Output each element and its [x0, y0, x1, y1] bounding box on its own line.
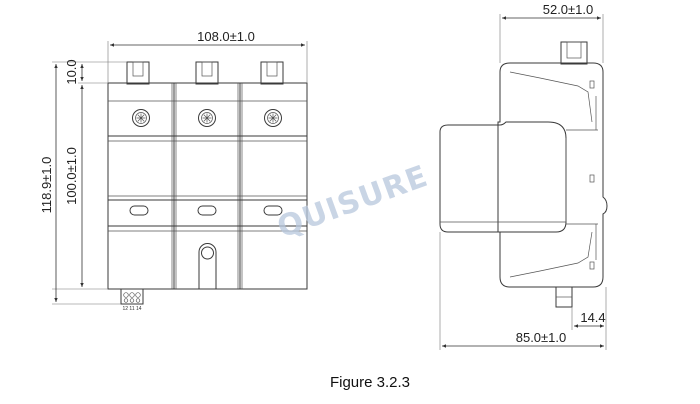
dim-side-rail-offset: 14.4 — [571, 307, 606, 330]
front-top-terminals — [126, 61, 284, 85]
side-view: 52.0±1.0 85.0±1.0 14.4 — [439, 2, 608, 350]
side-front-cover — [439, 121, 567, 233]
front-width-label: 108.0±1.0 — [197, 29, 255, 44]
front-view: 12 11 14 108.0±1.0 10.0 100.0±1.0 118.9±… — [39, 29, 308, 312]
dim-front-heights: 10.0 100.0±1.0 118.9±1.0 — [39, 59, 127, 305]
side-top-width-label: 52.0±1.0 — [543, 2, 594, 17]
front-body-height-label: 100.0±1.0 — [64, 147, 79, 205]
front-screws — [132, 109, 282, 127]
dim-front-width: 108.0±1.0 — [107, 29, 308, 83]
terminal-labels: 12 11 14 — [122, 306, 141, 312]
dim-side-bottom-width: 85.0±1.0 — [439, 232, 607, 350]
front-body — [107, 82, 308, 290]
front-indicator-windows — [129, 205, 283, 216]
front-top-offset-label: 10.0 — [64, 59, 79, 84]
side-rear-housing — [497, 62, 608, 288]
side-bottom-width-label: 85.0±1.0 — [516, 330, 567, 345]
watermark: QUISURE — [273, 159, 433, 246]
figure-caption: Figure 3.2.3 — [330, 374, 410, 391]
side-rail-offset-label: 14.4 — [580, 310, 605, 325]
dim-side-top-width: 52.0±1.0 — [499, 2, 604, 63]
front-total-height-label: 118.9±1.0 — [39, 157, 54, 214]
front-center-latch — [198, 243, 217, 289]
remote-signal-terminal: 12 11 14 — [120, 288, 144, 312]
